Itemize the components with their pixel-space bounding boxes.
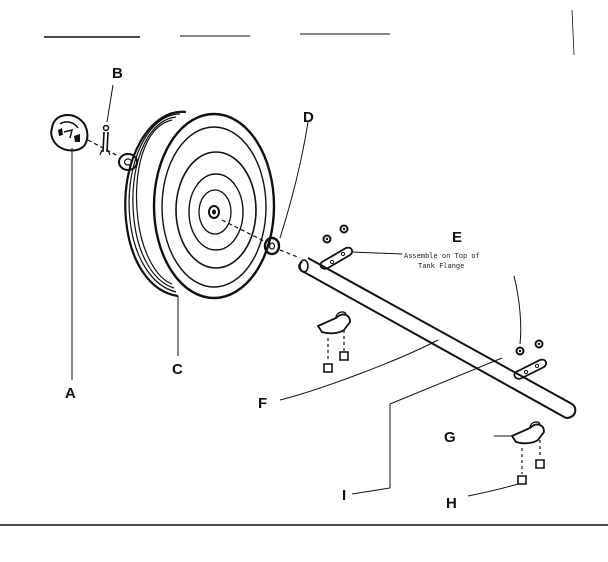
label-h: H	[446, 495, 457, 512]
label-b: B	[112, 65, 123, 82]
bracket-assembly-lower	[467, 275, 547, 497]
label-c: C	[172, 361, 183, 378]
label-d: D	[303, 109, 314, 126]
part-d-washer	[263, 121, 309, 259]
part-f-axle	[279, 257, 577, 419]
leader-i	[351, 357, 503, 495]
label-a: A	[65, 385, 76, 402]
note-assemble-line2: Tank Flange	[418, 262, 464, 270]
bracket-assembly-upper	[316, 224, 403, 373]
part-a-hub-cap	[50, 114, 119, 157]
label-f: F	[258, 395, 267, 412]
label-g: G	[444, 429, 456, 446]
label-e: E	[452, 229, 462, 246]
page-rules	[0, 9, 608, 526]
part-c-wheel	[124, 110, 276, 356]
part-b-cotter-pin	[99, 84, 114, 156]
note-assemble-line1: Assemble on Top of	[404, 252, 480, 260]
label-i: I	[342, 487, 346, 504]
